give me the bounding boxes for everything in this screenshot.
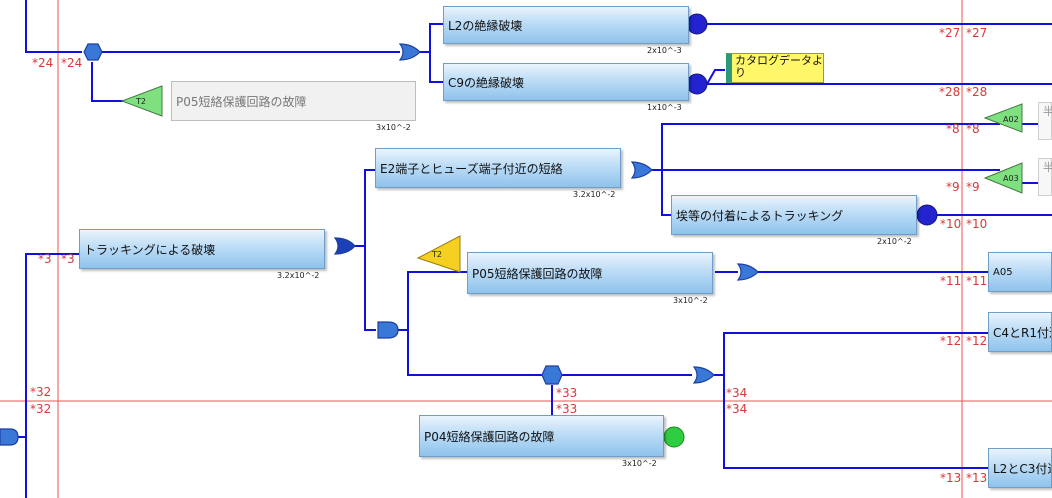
ref-3-right: *3 xyxy=(61,252,75,266)
basic-events xyxy=(663,13,938,448)
event-label: E2端子とヒューズ端子付近の短絡 xyxy=(380,161,563,176)
prob-e2: 3.2x10^-2 xyxy=(573,190,616,199)
ref-12-left: *12 xyxy=(940,334,962,348)
ref-34-bottom: *34 xyxy=(726,402,748,416)
event-label: C9の絶縁破壊 xyxy=(448,75,525,90)
ref-33-top: *33 xyxy=(556,386,578,400)
or-gate[interactable] xyxy=(630,161,653,179)
prob-dust: 2x10^-2 xyxy=(877,237,912,246)
gates xyxy=(0,43,759,446)
or-gate[interactable] xyxy=(333,237,356,255)
or-gate[interactable] xyxy=(736,263,759,281)
prob-tracking: 3.2x10^-2 xyxy=(277,271,320,280)
hexagon-gate[interactable] xyxy=(83,43,103,61)
event-label: P04短絡保護回路の故障 xyxy=(424,429,555,444)
transfer-triangle-a03[interactable] xyxy=(983,162,1023,194)
stub-label: 半 xyxy=(1043,105,1052,118)
event-label: P05短絡保護回路の故障 xyxy=(176,94,307,109)
event-label: C4とR1付近 xyxy=(993,325,1051,340)
prob-p05-grey: 3x10^-2 xyxy=(376,123,411,132)
event-label: P05短絡保護回路の故障 xyxy=(472,266,603,281)
stub-a03[interactable]: 半 xyxy=(1038,158,1052,196)
ref-8-right: *8 xyxy=(966,122,980,136)
ref-9-right: *9 xyxy=(966,180,980,194)
prob-l2: 2x10^-3 xyxy=(647,46,682,55)
stub-a02[interactable]: 半 xyxy=(1038,102,1052,140)
ref-13-right: *13 xyxy=(966,471,988,485)
and-gate[interactable] xyxy=(377,321,399,339)
or-gate[interactable] xyxy=(692,366,715,384)
basic-event-circle-green[interactable] xyxy=(663,426,685,448)
ref-27-left: *27 xyxy=(939,26,961,40)
event-e2-short[interactable]: E2端子とヒューズ端子付近の短絡 xyxy=(375,148,621,188)
event-l2-breakdown[interactable]: L2の絶縁破壊 xyxy=(443,6,689,44)
ref-10-left: *10 xyxy=(940,217,962,231)
ref-28-left: *28 xyxy=(939,85,961,99)
transfer-label-t2-grey: T2 xyxy=(135,97,146,106)
event-label: L2の絶縁破壊 xyxy=(448,18,523,33)
ref-28-right: *28 xyxy=(966,85,988,99)
ref-12-right: *12 xyxy=(966,334,988,348)
and-gate[interactable] xyxy=(0,428,19,446)
prob-p05-main: 3x10^-2 xyxy=(673,296,708,305)
basic-event-circle[interactable] xyxy=(916,204,938,226)
ref-33-bottom: *33 xyxy=(556,402,578,416)
ref-24-right: *24 xyxy=(61,56,83,70)
event-p04-failure[interactable]: P04短絡保護回路の故障 xyxy=(419,415,664,457)
transfer-triangle-t2-green[interactable] xyxy=(120,85,163,117)
transfer-triangle-t2-yellow[interactable] xyxy=(416,235,461,273)
ref-34-top: *34 xyxy=(726,386,748,400)
event-label: トラッキングによる破壊 xyxy=(84,242,216,257)
ref-3-left: *3 xyxy=(38,252,52,266)
ref-27-right: *27 xyxy=(966,26,988,40)
event-label: 埃等の付着によるトラッキング xyxy=(676,208,844,223)
stub-label: 半 xyxy=(1043,161,1052,174)
ref-13-left: *13 xyxy=(940,471,962,485)
event-label: A05 xyxy=(993,266,1013,278)
connection-lines xyxy=(10,0,1052,498)
event-p05-failure[interactable]: P05短絡保護回路の故障 xyxy=(467,252,713,294)
ref-11-left: *11 xyxy=(940,274,962,288)
transfer-labels: T2 T2 A02 A03 xyxy=(135,97,1019,259)
transfer-label-a02: A02 xyxy=(1003,115,1019,124)
event-label: L2とC3付近 xyxy=(993,461,1051,476)
event-p05-reference[interactable]: P05短絡保護回路の故障 xyxy=(171,81,416,121)
prob-p04: 3x10^-2 xyxy=(622,459,657,468)
transfer-triangles xyxy=(120,85,1023,273)
transfer-label-t2-yellow: T2 xyxy=(431,250,442,259)
transfer-triangle-a02[interactable] xyxy=(983,103,1023,133)
ref-11-right: *11 xyxy=(966,274,988,288)
ref-24-left: *24 xyxy=(32,56,54,70)
ref-32-top: *32 xyxy=(30,385,52,399)
event-c9-breakdown[interactable]: C9の絶縁破壊 xyxy=(443,63,689,101)
ref-9-left: *9 xyxy=(946,180,960,194)
event-c4-r1[interactable]: C4とR1付近 xyxy=(988,312,1052,352)
event-tracking-breakdown[interactable]: トラッキングによる破壊 xyxy=(79,229,325,269)
event-a05[interactable]: A05 xyxy=(988,252,1052,292)
hexagon-gate[interactable] xyxy=(541,365,563,385)
or-gate[interactable] xyxy=(398,43,421,61)
ref-10-right: *10 xyxy=(966,217,988,231)
transfer-label-a03: A03 xyxy=(1003,174,1019,183)
basic-event-circle[interactable] xyxy=(686,73,708,95)
event-dust-tracking[interactable]: 埃等の付着によるトラッキング xyxy=(671,195,917,235)
ref-8-left: *8 xyxy=(946,122,960,136)
note-catalog-data[interactable]: カタログデータよ り xyxy=(726,53,824,83)
prob-c9: 1x10^-3 xyxy=(647,103,682,112)
basic-event-circle[interactable] xyxy=(686,13,708,35)
event-l2-c3[interactable]: L2とC3付近 xyxy=(988,448,1052,488)
ref-32-bottom: *32 xyxy=(30,402,52,416)
